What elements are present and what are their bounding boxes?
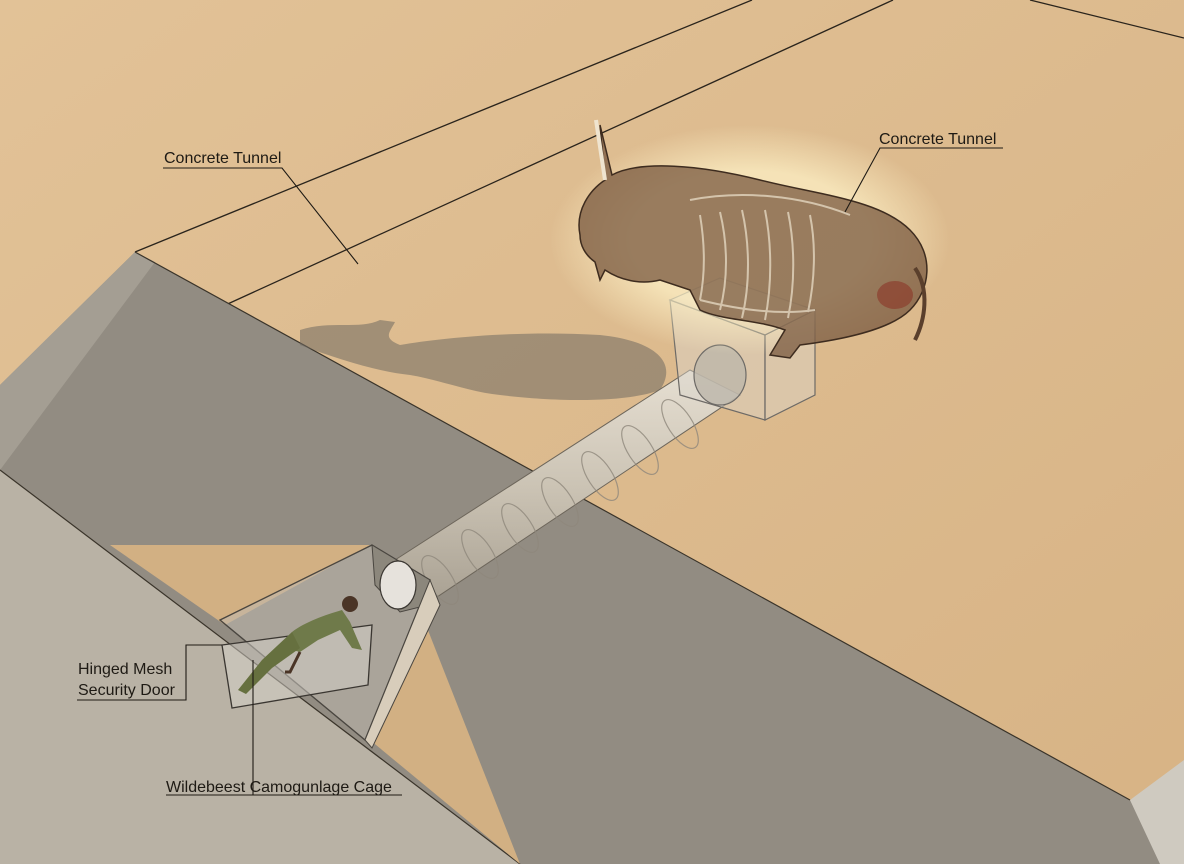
leader-lines	[77, 147, 1003, 796]
cage-label: Wildebeest Camogunlage Cage	[166, 779, 392, 796]
sand-patch-left	[110, 545, 370, 625]
wildebeest-shadow	[300, 320, 667, 400]
door-label-line1: Hinged Mesh	[78, 661, 172, 678]
trench-left-wall	[0, 252, 155, 470]
wildebeest-camouflage	[550, 119, 950, 359]
trench-floor	[0, 252, 1184, 864]
tunnel-label-left: Concrete Tunnel	[164, 150, 281, 167]
tunnel-label-right: Concrete Tunnel	[879, 131, 996, 148]
door-label-line2: Security Door	[78, 682, 176, 699]
trench-right-slab	[1130, 760, 1184, 864]
